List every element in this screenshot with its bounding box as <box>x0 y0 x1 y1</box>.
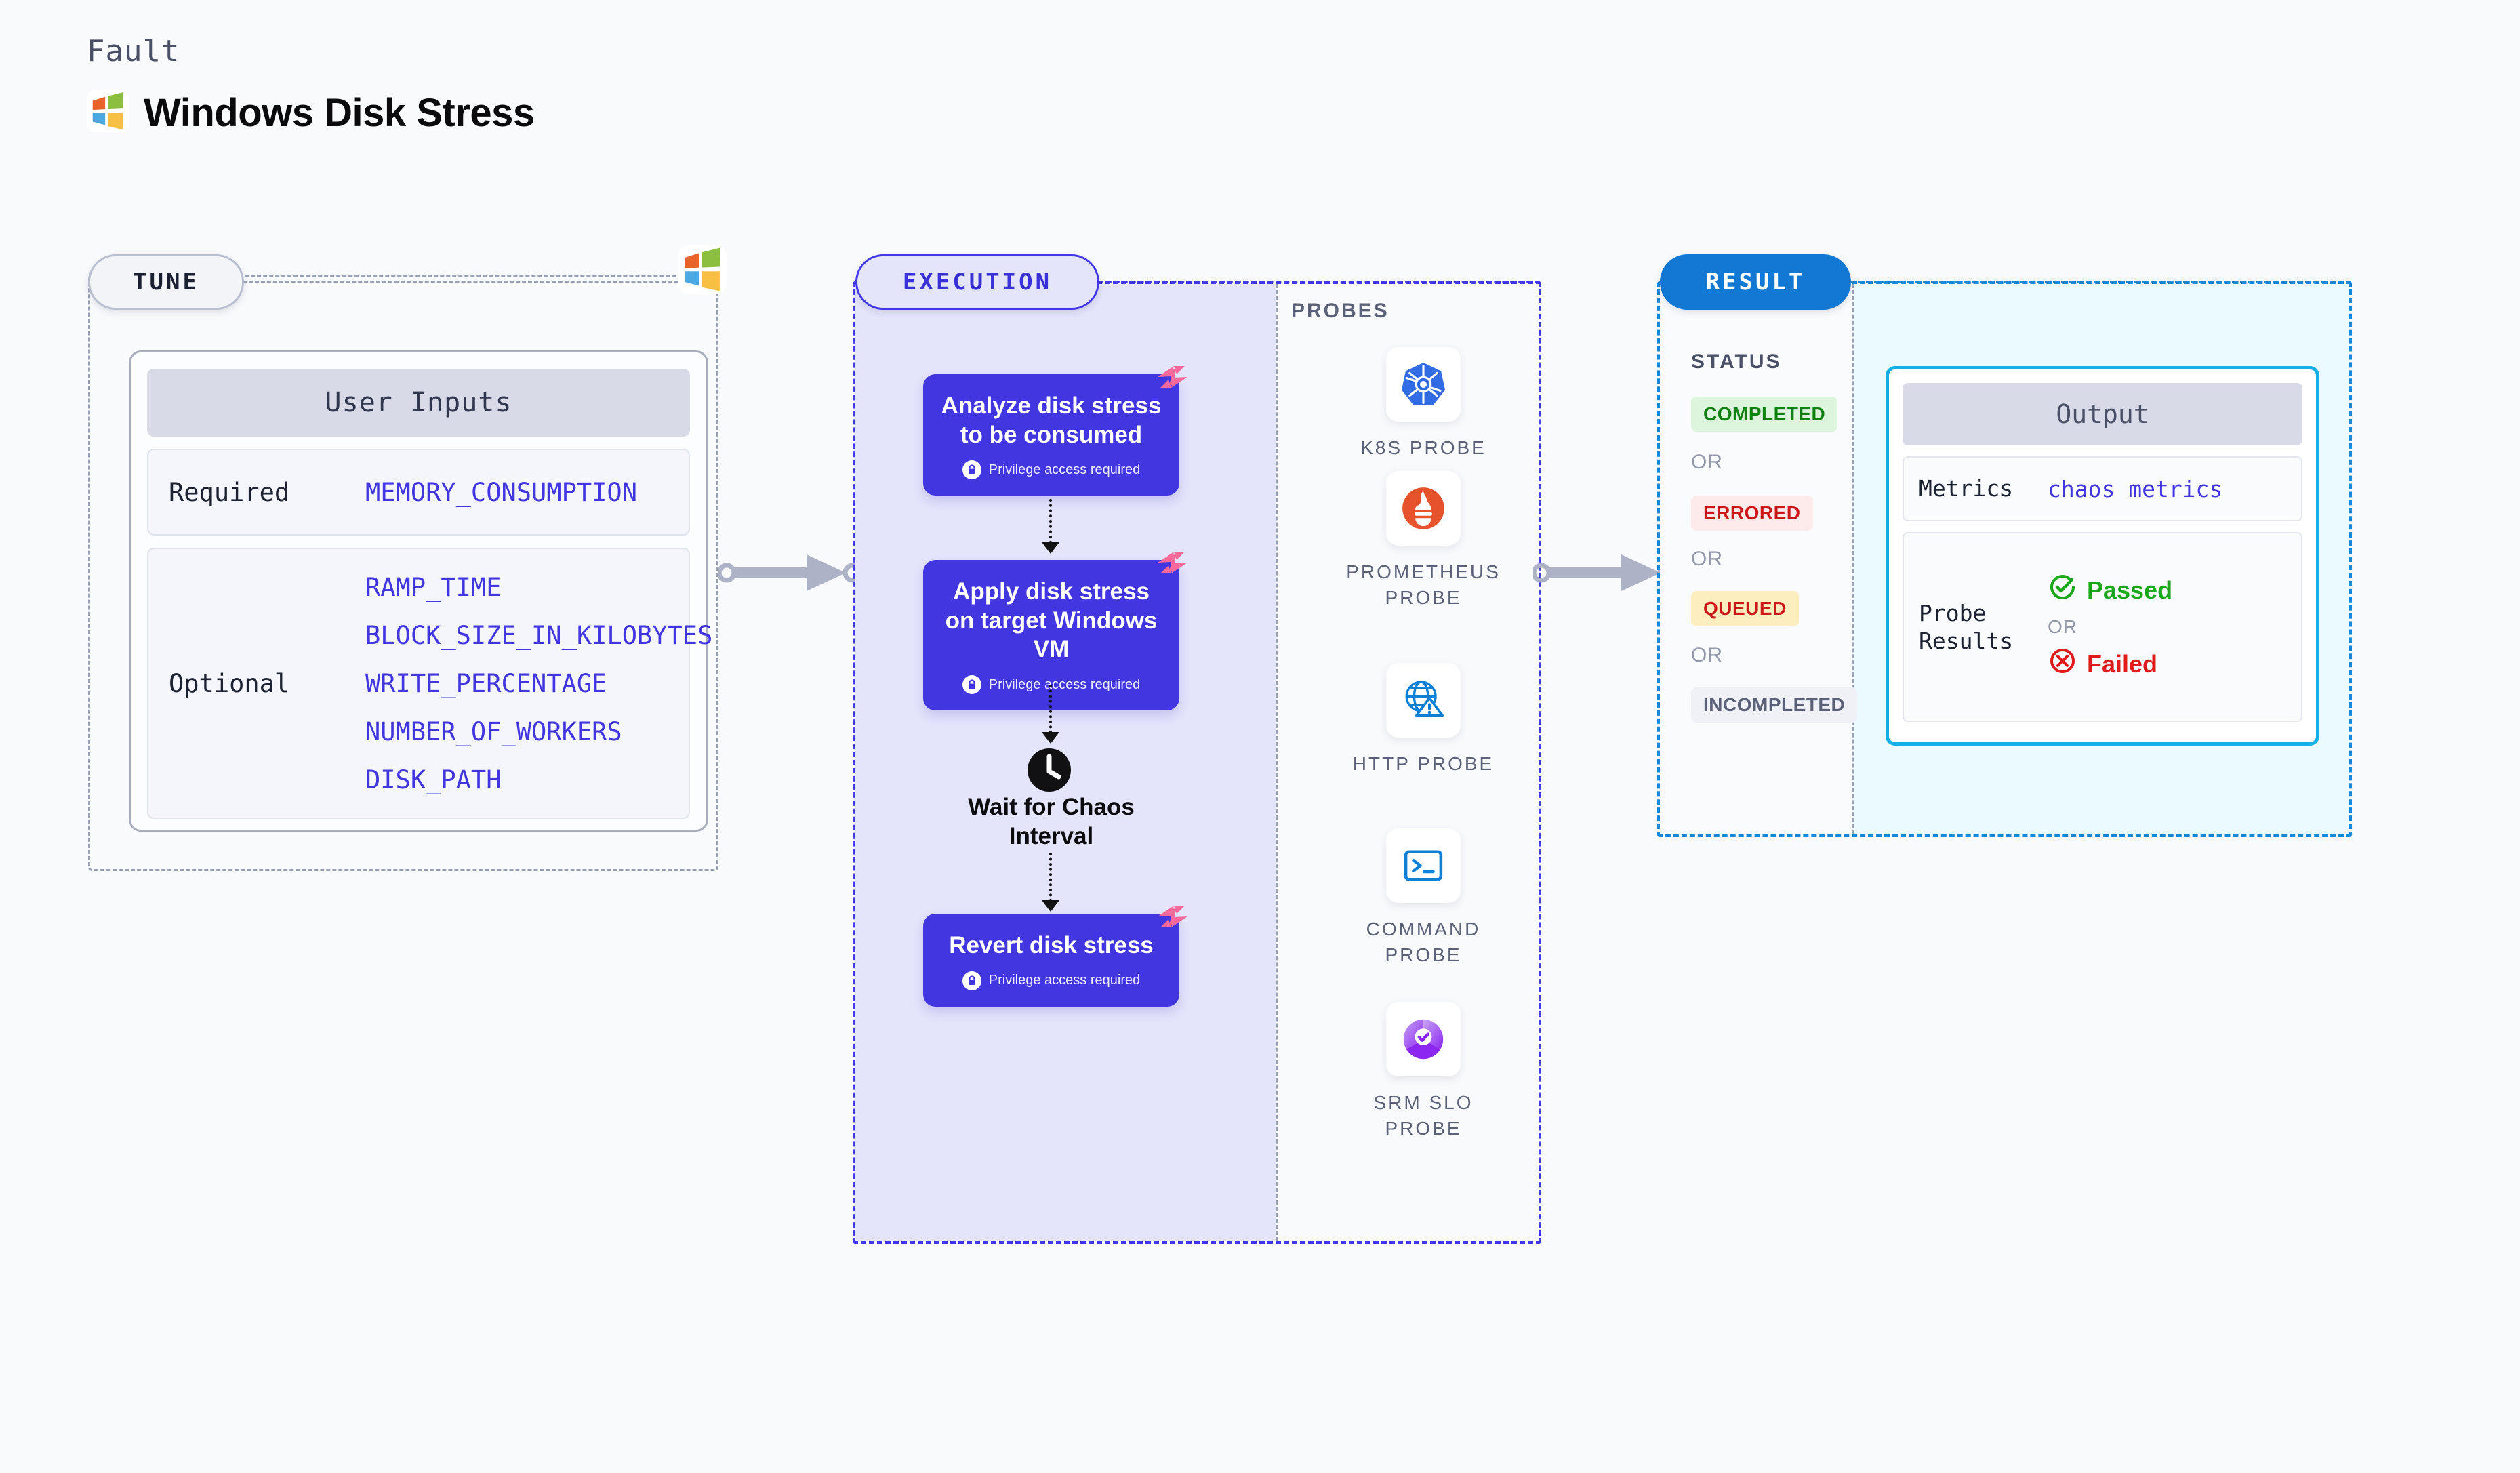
metrics-label: Metrics <box>1919 475 2014 502</box>
probe-results-label: Probe Results <box>1919 599 2014 654</box>
input-param[interactable]: WRITE_PERCENTAGE <box>365 668 607 698</box>
privilege-text: Privilege access required <box>988 462 1141 477</box>
status-or-1: OR <box>1691 451 1723 473</box>
input-param[interactable]: NUMBER_OF_WORKERS <box>365 717 622 746</box>
execution-step[interactable]: Revert disk stress Privilege access requ… <box>923 906 1187 1007</box>
status-section-label: STATUS <box>1691 350 1782 373</box>
step-privilege-note: Privilege access required <box>937 971 1166 990</box>
step-connector-arrow <box>1042 542 1059 554</box>
privilege-text: Privilege access required <box>988 973 1141 988</box>
step-privilege-note: Privilege access required <box>937 675 1166 695</box>
step-title: Apply disk stress on target Windows VM <box>945 578 1158 663</box>
probe-label: HTTP PROBE <box>1352 753 1495 774</box>
wait-for-chaos-interval-label: Wait for Chaos Interval <box>968 794 1135 849</box>
tune-panel <box>88 275 718 871</box>
execution-probes-divider <box>1276 284 1278 1241</box>
page-title: Windows Disk Stress <box>144 91 535 135</box>
input-param[interactable]: MEMORY_CONSUMPTION <box>365 477 637 507</box>
output-metrics-row: Metrics chaos metrics <box>1903 456 2302 521</box>
result-divider <box>1852 284 1854 834</box>
page-header: Fault Windows Disk Stress <box>87 34 535 136</box>
output-card: Output Metrics chaos metrics Probe Resul… <box>1886 366 2319 746</box>
input-param[interactable]: RAMP_TIME <box>365 572 502 602</box>
result-status-fill <box>1660 284 1852 834</box>
probe-result-failed: Failed <box>2048 646 2172 682</box>
lock-icon <box>962 971 981 990</box>
kubernetes-icon <box>1386 347 1461 422</box>
output-probe-results-row: Probe Results Passed OR <box>1903 532 2302 722</box>
status-badge-queued: QUEUED <box>1691 591 1799 626</box>
probe-http[interactable]: HTTP PROBE <box>1342 663 1505 777</box>
probe-srm-slo[interactable]: SRM SLO PROBE <box>1342 1002 1505 1142</box>
status-badge-completed: COMPLETED <box>1691 397 1838 432</box>
probe-k8s[interactable]: K8S PROBE <box>1342 347 1505 461</box>
probe-label: K8S PROBE <box>1360 437 1486 458</box>
step-title: Analyze disk stress to be consumed <box>941 392 1162 448</box>
privilege-text: Privilege access required <box>988 677 1141 692</box>
step-connector-line <box>1049 685 1052 733</box>
terminal-icon <box>1386 828 1461 903</box>
user-inputs-title: User Inputs <box>147 369 690 437</box>
windows-logo-icon <box>87 90 129 136</box>
tune-windows-logo-icon <box>678 245 727 298</box>
probes-section-label: PROBES <box>1291 300 1389 322</box>
harness-logo-icon <box>1154 897 1192 939</box>
optional-inputs-row: Optional RAMP_TIME BLOCK_SIZE_IN_KILOBYT… <box>147 548 712 819</box>
execution-pill-label: EXECUTION <box>855 254 1099 310</box>
probe-command[interactable]: COMMAND PROBE <box>1342 828 1505 968</box>
step-title: Revert disk stress <box>949 932 1154 959</box>
harness-logo-icon <box>1154 358 1192 399</box>
lock-icon <box>962 460 981 480</box>
prometheus-icon <box>1386 471 1461 546</box>
input-param[interactable]: DISK_PATH <box>365 765 502 794</box>
tune-pill-label: TUNE <box>88 254 244 310</box>
status-badge-errored: ERRORED <box>1691 496 1813 531</box>
step-privilege-note: Privilege access required <box>937 460 1166 480</box>
step-connector-arrow <box>1042 900 1059 912</box>
optional-label: Optional <box>169 668 290 698</box>
status-badge-incompleted: INCOMPLETED <box>1691 687 1858 723</box>
harness-logo-icon <box>1154 544 1192 585</box>
input-param[interactable]: BLOCK_SIZE_IN_KILOBYTES <box>365 620 713 650</box>
passed-label: Passed <box>2087 576 2173 604</box>
step-connector-line <box>1049 499 1052 544</box>
srm-slo-icon <box>1386 1002 1461 1076</box>
output-title: Output <box>1903 383 2302 445</box>
title-row: Windows Disk Stress <box>87 90 535 136</box>
clock-icon <box>1025 746 1074 798</box>
http-globe-warning-icon <box>1386 663 1461 738</box>
required-inputs-row: Required MEMORY_CONSUMPTION <box>147 449 690 536</box>
status-or-2: OR <box>1691 548 1723 570</box>
lock-icon <box>962 675 981 695</box>
execution-step[interactable]: Analyze disk stress to be consumed Privi… <box>923 366 1187 496</box>
arrow-tune-to-execution <box>716 549 863 600</box>
probe-label: COMMAND PROBE <box>1366 919 1481 965</box>
probe-prometheus[interactable]: PROMETHEUS PROBE <box>1342 471 1505 611</box>
metrics-value[interactable]: chaos metrics <box>2048 475 2223 502</box>
probe-result-passed: Passed <box>2048 572 2172 608</box>
check-circle-icon <box>2048 572 2077 608</box>
required-label: Required <box>169 477 290 507</box>
fault-kicker: Fault <box>87 34 180 68</box>
step-connector-line <box>1049 853 1052 902</box>
arrow-execution-to-result <box>1531 549 1678 600</box>
probe-result-or: OR <box>2048 616 2077 637</box>
probe-label: PROMETHEUS PROBE <box>1346 561 1501 608</box>
execution-pill-connector-line <box>1098 281 1540 283</box>
status-or-3: OR <box>1691 644 1723 666</box>
failed-label: Failed <box>2087 649 2158 678</box>
step-connector-arrow <box>1042 732 1059 744</box>
result-pill-label: RESULT <box>1660 254 1851 310</box>
result-pill-connector-line <box>1850 281 2351 283</box>
x-circle-icon <box>2048 646 2077 682</box>
probe-label: SRM SLO PROBE <box>1373 1092 1474 1139</box>
user-inputs-card: User Inputs Required MEMORY_CONSUMPTION … <box>129 350 712 832</box>
tune-pill-connector-line <box>243 281 690 283</box>
